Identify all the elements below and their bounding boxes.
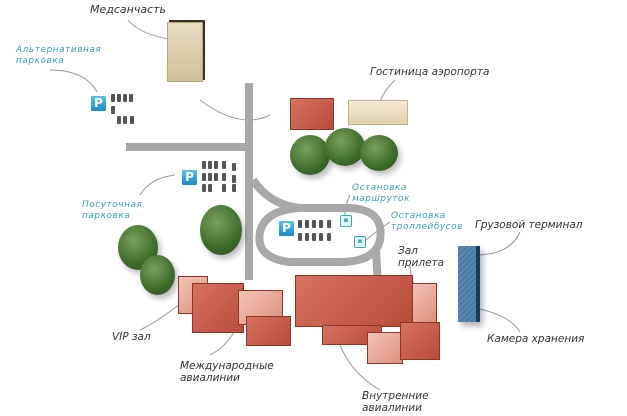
parking-icon-alt[interactable]: P (91, 96, 106, 111)
parking-icon-center[interactable]: P (279, 221, 294, 236)
tree (140, 255, 175, 295)
trolleybus-stop-icon[interactable]: ▪ (354, 236, 366, 248)
roads (126, 83, 385, 286)
label-cargo: Грузовой терминал (475, 219, 583, 231)
parked-car (298, 233, 302, 241)
parked-car (305, 220, 309, 228)
label-hotel: Гостиница аэропорта (370, 66, 490, 78)
parked-car (327, 220, 331, 228)
cargo-terminal-building[interactable] (458, 246, 480, 322)
parked-car (202, 161, 206, 169)
parked-car (327, 233, 331, 241)
label-storage: Камера хранения (487, 333, 585, 345)
bus-stop-icon[interactable]: ▪ (340, 215, 352, 227)
parked-car (208, 184, 212, 192)
parked-car (202, 173, 206, 181)
parked-car (232, 175, 236, 183)
parked-car (312, 233, 316, 241)
parked-car (129, 94, 133, 102)
parked-car (117, 94, 121, 102)
tree (360, 135, 398, 171)
parked-car (130, 116, 134, 124)
parked-car (208, 173, 212, 181)
tree (200, 205, 242, 255)
parked-car (232, 163, 236, 171)
parked-car (319, 220, 323, 228)
parked-car (111, 94, 115, 102)
label-medical: Медсанчасть (90, 3, 167, 16)
tree (290, 135, 330, 175)
parked-car (222, 173, 226, 181)
parked-car (232, 184, 236, 192)
parked-car (117, 116, 121, 124)
parked-car (123, 116, 127, 124)
parked-car (298, 220, 302, 228)
tree (325, 128, 365, 166)
parked-car (202, 184, 206, 192)
parked-car (312, 220, 316, 228)
parked-car (214, 173, 218, 181)
label-vip: VIP зал (112, 331, 151, 343)
parked-car (111, 106, 115, 114)
hotel-building-red[interactable] (290, 98, 334, 130)
parked-car (222, 161, 226, 169)
parked-car (208, 161, 212, 169)
parked-car (319, 233, 323, 241)
parked-car (214, 161, 218, 169)
parked-car (222, 184, 226, 192)
medical-building[interactable] (167, 22, 203, 82)
parking-icon-daily[interactable]: P (182, 170, 197, 185)
hotel-building[interactable] (348, 100, 408, 125)
parked-car (305, 233, 309, 241)
parked-car (123, 94, 127, 102)
